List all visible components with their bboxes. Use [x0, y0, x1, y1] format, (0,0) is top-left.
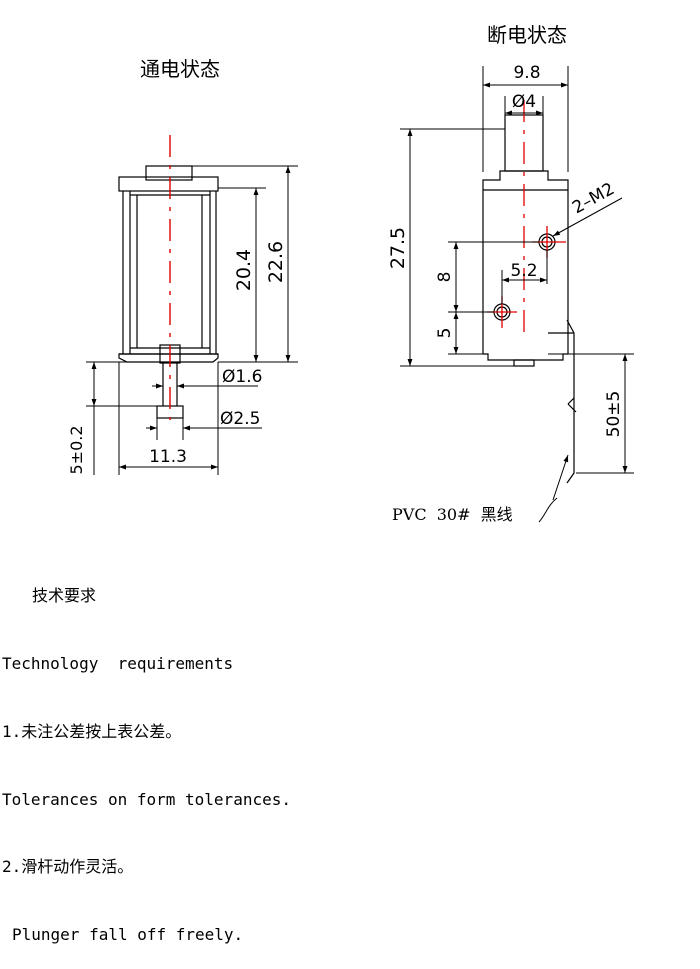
- deenergized-solenoid-body: [482, 114, 577, 484]
- dim-width: 11.3: [149, 447, 187, 467]
- dim-lead-length: 50±5: [604, 391, 624, 438]
- dim-thread-spec: 2–M2: [569, 179, 618, 218]
- dim-stroke: 5±0.2: [67, 425, 86, 474]
- dim-shaft-diameter: Ø4: [512, 92, 536, 112]
- notes-heading-english: Technology requirements: [2, 653, 234, 673]
- dim-body-width: 9.8: [513, 63, 540, 83]
- deenergized-dimension-lines: [400, 66, 634, 523]
- dim-hole-spacing-vertical: 8: [435, 272, 455, 283]
- energized-view-title: 通电状态: [140, 57, 220, 81]
- technical-requirements-notes: 技术要求 Technology requirements 1.未注公差按上表公差…: [2, 540, 291, 969]
- notes-heading: 技术要求: [32, 586, 97, 606]
- dim-hole-spacing-horizontal: 5.2: [510, 261, 537, 281]
- solenoid-technical-drawing: 通电状态: [67, 23, 634, 524]
- notes-item-1: 1.未注公差按上表公差。: [2, 721, 182, 741]
- notes-item-1-english: Tolerances on form tolerances.: [2, 789, 291, 809]
- dim-head-diameter: Ø2.5: [220, 409, 260, 429]
- deenergized-view-title: 断电状态: [487, 23, 567, 47]
- notes-item-2: 2.滑杆动作灵活。: [2, 857, 134, 877]
- energized-solenoid-body: [118, 165, 219, 419]
- dim-total-height: 27.5: [387, 227, 409, 269]
- dim-overall-height: 22.6: [265, 241, 287, 283]
- lead-wire-label: PVC 30# 黑线: [392, 505, 513, 524]
- dim-body-height: 20.4: [233, 249, 255, 291]
- deenergized-centerlines: [487, 100, 566, 332]
- dim-plunger-diameter: Ø1.6: [222, 367, 262, 387]
- dim-hole-offset: 5: [435, 328, 455, 339]
- energized-dimension-lines: [86, 165, 298, 475]
- notes-item-2-english: Plunger fall off freely.: [12, 925, 244, 945]
